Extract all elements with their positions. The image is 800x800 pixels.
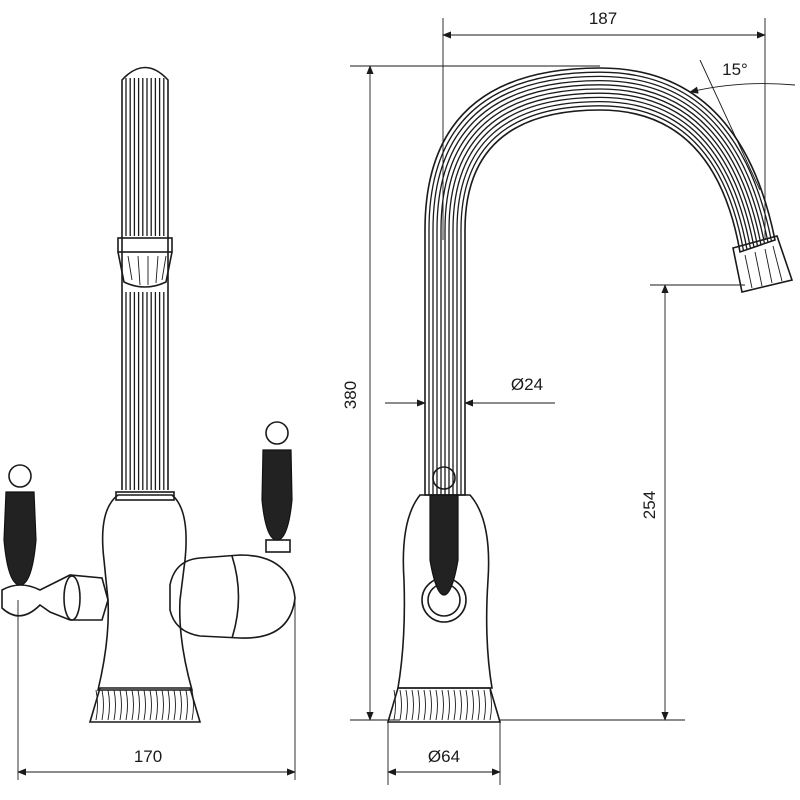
front-base	[88, 687, 202, 723]
spout-diameter-label: Ø24	[511, 375, 543, 394]
front-spout-tube	[121, 66, 169, 490]
right-handle	[169, 421, 296, 639]
rib-line	[113, 689, 116, 721]
side-spout	[424, 67, 776, 496]
front-spout-collar	[117, 237, 173, 288]
dimension-total-height: 380	[341, 65, 600, 721]
rib-line	[465, 689, 468, 721]
rib-line	[161, 689, 164, 721]
spout-angle-label: 15°	[722, 60, 748, 79]
rib-line	[459, 689, 462, 721]
rib-line	[447, 689, 450, 721]
rib-line	[131, 689, 134, 721]
rib-line	[173, 689, 176, 721]
rib-line	[155, 689, 158, 721]
rib-line	[483, 689, 486, 721]
rib-line	[428, 71, 773, 495]
side-base	[386, 687, 502, 723]
rib-line	[137, 689, 140, 721]
rib-line	[405, 689, 408, 721]
rib-line	[429, 689, 432, 721]
rib-line	[167, 689, 170, 721]
overall-width-label: 170	[134, 747, 162, 766]
rib-line	[436, 79, 766, 495]
rib-line	[119, 689, 122, 721]
rib-line	[149, 689, 152, 721]
rib-line	[423, 689, 426, 721]
rib-line	[95, 689, 98, 721]
rib-line	[143, 689, 146, 721]
dimension-base-diameter: Ø64	[387, 722, 501, 785]
rib-line	[101, 689, 104, 721]
reach-label: 187	[589, 9, 617, 28]
dimension-reach: 187	[442, 9, 766, 240]
rib-line	[444, 88, 759, 495]
rib-line	[411, 689, 414, 721]
rib-line	[471, 689, 474, 721]
rib-line	[456, 100, 748, 495]
rib-line	[393, 689, 396, 721]
left-handle	[1, 464, 109, 621]
rib-line	[460, 105, 745, 495]
rib-line	[399, 689, 402, 721]
dimension-spout-diameter: Ø24	[385, 375, 555, 407]
rib-line	[185, 689, 188, 721]
front-view	[1, 66, 296, 723]
rib-line	[125, 689, 128, 721]
total-height-label: 380	[341, 381, 360, 409]
dimension-overall-width: 170	[17, 600, 296, 780]
front-body	[96, 491, 194, 691]
rib-line	[432, 75, 769, 495]
rib-line	[417, 689, 420, 721]
base-diameter-label: Ø64	[428, 747, 460, 766]
rib-line	[453, 689, 456, 721]
rib-line	[435, 689, 438, 721]
side-body	[397, 466, 493, 689]
outlet-height-label: 254	[640, 491, 659, 519]
rib-line	[441, 689, 444, 721]
rib-line	[448, 92, 755, 495]
rib-line	[440, 84, 762, 495]
side-aerator	[732, 235, 794, 293]
rib-line	[191, 689, 194, 721]
rib-line	[452, 96, 752, 495]
dimension-spout-angle: 15°	[689, 59, 796, 191]
rib-line	[489, 689, 492, 721]
rib-line	[179, 689, 182, 721]
rib-line	[107, 689, 110, 721]
side-view	[386, 67, 794, 723]
dimension-outlet-height: 254	[500, 284, 745, 721]
rib-line	[477, 689, 480, 721]
